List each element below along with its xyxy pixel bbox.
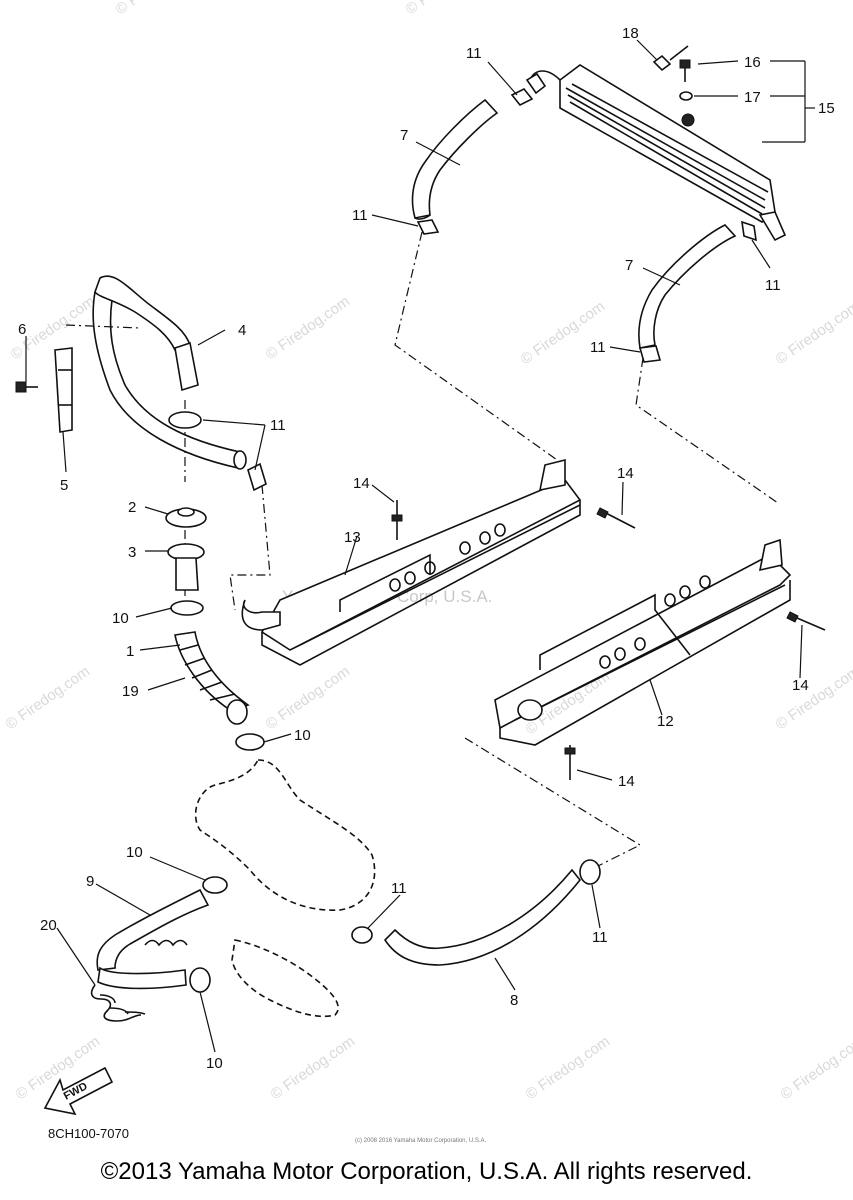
callout-9: 9 xyxy=(86,873,94,890)
callout-7: 7 xyxy=(625,257,633,274)
pins-14 xyxy=(391,500,826,780)
rail-12 xyxy=(494,538,792,746)
callout-15: 15 xyxy=(818,100,835,117)
callout-11: 11 xyxy=(270,417,286,434)
watermark: © Firedog.com xyxy=(268,1033,359,1103)
rail-13 xyxy=(241,458,582,666)
drawing-code: 8CH100-7070 xyxy=(48,1126,129,1141)
copyright-footer: ©2013 Yamaha Motor Corporation, U.S.A. A… xyxy=(100,1158,753,1185)
clamps-11 xyxy=(168,87,757,944)
callout-11: 11 xyxy=(466,45,482,62)
callout-18: 18 xyxy=(622,25,639,42)
callout-10: 10 xyxy=(126,844,143,861)
watermark: © Firedog.com xyxy=(773,663,853,733)
callout-7: 7 xyxy=(400,127,408,144)
callout-11: 11 xyxy=(765,277,781,294)
callout-10: 10 xyxy=(112,610,129,627)
watermark: © Firedog.com xyxy=(518,298,609,368)
callout-6: 6 xyxy=(18,321,26,338)
watermark: © Firedog.com xyxy=(773,298,853,368)
bracket-5 xyxy=(15,347,73,433)
hose-7-right xyxy=(638,224,737,349)
callout-8: 8 xyxy=(510,992,518,1009)
watermark: © Firedog.com xyxy=(523,1033,614,1103)
hose-7-left xyxy=(411,98,499,220)
watermark: © Firedog.com xyxy=(3,663,94,733)
callout-3: 3 xyxy=(128,544,136,561)
watermark: © Firedog.com xyxy=(403,0,494,18)
fasteners-top xyxy=(652,45,693,101)
callout-10: 10 xyxy=(294,727,311,744)
watermark: © Firedog.com xyxy=(113,0,204,18)
callout-17: 17 xyxy=(744,89,761,106)
radiator-assembly xyxy=(525,64,787,242)
callout-11: 11 xyxy=(352,207,368,224)
callout-2: 2 xyxy=(128,499,136,516)
watermark: © Firedog.com xyxy=(778,1033,853,1103)
callout-19: 19 xyxy=(122,683,139,700)
callout-16: 16 xyxy=(744,54,761,71)
callout-12: 12 xyxy=(657,713,674,730)
callout-14: 14 xyxy=(353,475,370,492)
watermark: © Firedog.com xyxy=(263,293,354,363)
watermark: © Firedog.com xyxy=(263,663,354,733)
callout-1: 1 xyxy=(126,643,134,660)
spring-20 xyxy=(90,984,146,1022)
callout-11: 11 xyxy=(391,880,407,897)
part-number-labels: 11 7 11 18 16 17 15 7 11 11 6 4 11 5 14 … xyxy=(18,25,835,1072)
callout-4: 4 xyxy=(238,322,246,339)
hose-8 xyxy=(383,868,582,966)
callout-10: 10 xyxy=(206,1055,223,1072)
callout-13: 13 xyxy=(344,529,361,546)
engine-outline xyxy=(194,759,376,1018)
callout-14: 14 xyxy=(617,465,634,482)
thermostat-parts xyxy=(165,507,265,751)
callout-14: 14 xyxy=(618,773,635,790)
callout-11: 11 xyxy=(590,339,606,356)
hose-4 xyxy=(92,275,247,470)
callout-11: 11 xyxy=(592,929,608,946)
callout-20: 20 xyxy=(40,917,57,934)
fine-print: (c) 2008 2016 Yamaha Motor Corporation, … xyxy=(355,1138,487,1144)
callout-leaders xyxy=(25,39,815,1053)
callout-14: 14 xyxy=(792,677,809,694)
hose-9 xyxy=(96,876,228,993)
callout-5: 5 xyxy=(60,477,68,494)
